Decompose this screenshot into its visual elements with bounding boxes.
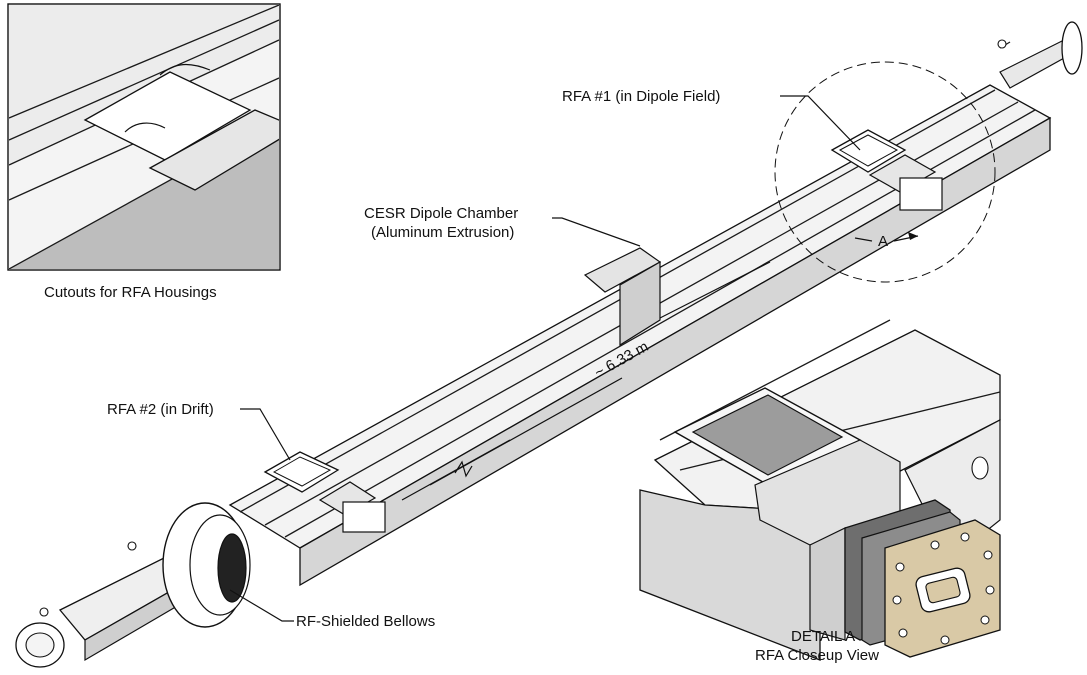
detail-circle bbox=[774, 61, 996, 283]
detail-a-subtitle: RFA Closeup View bbox=[755, 647, 879, 664]
callout-rfa2: RFA #2 (in Drift) bbox=[107, 401, 291, 461]
cutouts-inset: Cutouts for RFA Housings bbox=[7, 3, 281, 301]
left-end-assembly bbox=[15, 502, 251, 668]
callout-rfa1: RFA #1 (in Dipole Field) bbox=[562, 88, 861, 151]
rfa2-label: RFA #2 (in Drift) bbox=[107, 401, 214, 418]
detail-marker: A bbox=[854, 232, 919, 250]
cesr-label-line2: (Aluminum Extrusion) bbox=[371, 224, 514, 241]
detail-marker-letter: A bbox=[878, 233, 888, 250]
detail-a-title: DETAIL A bbox=[791, 628, 855, 645]
cesr-label-line1: CESR Dipole Chamber bbox=[364, 205, 518, 222]
rfa-plate bbox=[691, 394, 844, 476]
rfa1-label: RFA #1 (in Dipole Field) bbox=[562, 88, 720, 105]
rfa2-housing bbox=[263, 451, 386, 533]
cutouts-caption: Cutouts for RFA Housings bbox=[44, 284, 217, 301]
bellows-label: RF-Shielded Bellows bbox=[296, 613, 435, 630]
callout-cesr: CESR Dipole Chamber (Aluminum Extrusion) bbox=[364, 205, 641, 247]
dipole-chamber bbox=[228, 21, 1083, 587]
callout-bellows: RF-Shielded Bellows bbox=[229, 589, 435, 630]
flange-right bbox=[1061, 21, 1083, 75]
detail-a-closeup bbox=[639, 319, 1001, 661]
